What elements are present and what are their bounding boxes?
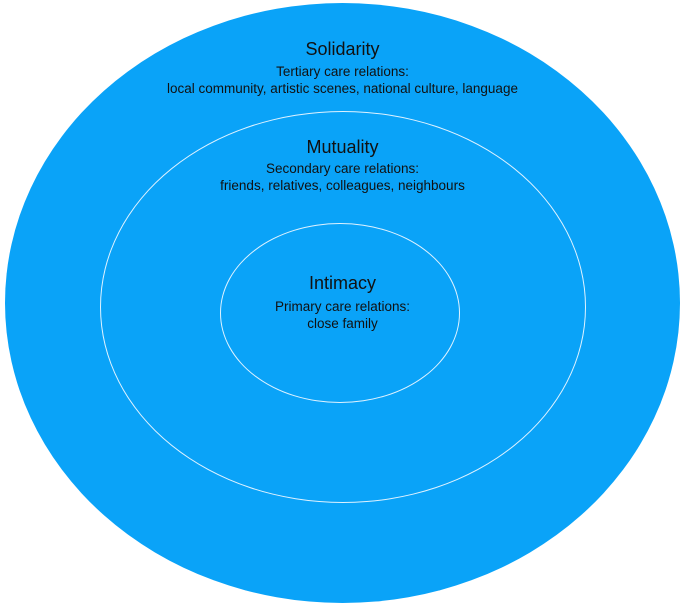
mutuality-title: Mutuality [306, 137, 379, 157]
solidarity-examples: local community, artistic scenes, nation… [167, 81, 518, 96]
mutuality-examples: friends, relatives, colleagues, neighbou… [220, 178, 465, 193]
intimacy-title: Intimacy [308, 273, 377, 293]
solidarity-subtitle: Tertiary care relations: [276, 64, 409, 79]
intimacy-circle [220, 223, 460, 403]
intimacy-description: Primary care relations: close family [0, 298, 685, 332]
mutuality-circle [100, 111, 586, 503]
intimacy-subtitle: Primary care relations: [274, 299, 411, 314]
mutuality-description: Secondary care relations: friends, relat… [0, 160, 685, 194]
mutuality-subtitle: Secondary care relations: [265, 161, 420, 176]
solidarity-title: Solidarity [305, 39, 380, 59]
solidarity-description: Tertiary care relations: local community… [0, 63, 685, 97]
intimacy-examples: close family [307, 316, 378, 331]
